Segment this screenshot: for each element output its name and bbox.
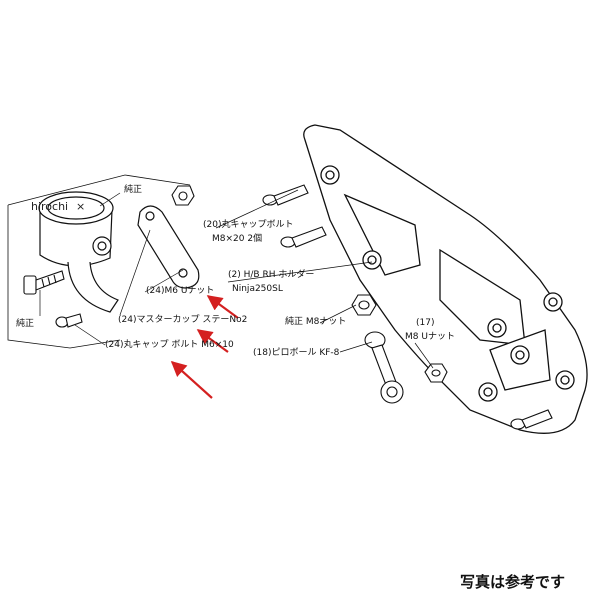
lower-cap-bolt: [510, 409, 553, 430]
label-p24-stay: (24)マスターカップ ステーNo2: [118, 314, 247, 325]
arrow-m6-u-nut: [206, 295, 239, 319]
label-junsei-m8-nut: 純正 M8ナット: [285, 315, 346, 327]
arrow-cap-bolt: [170, 360, 213, 399]
watermark: hirochi: [31, 200, 68, 213]
cap-bolts-m8x20: [262, 184, 327, 248]
master-cup-subassembly-frame: [7, 174, 191, 349]
label-p20-line2: M8×20 2個: [212, 232, 262, 244]
red-arrows: [170, 295, 239, 399]
reference-photo-note: 写真は参考です: [460, 573, 565, 591]
reservoir-bolt: [23, 270, 65, 295]
m8-nut: [351, 294, 377, 316]
pillow-ball-kf8: [364, 331, 404, 404]
label-junsei-left: 純正: [16, 317, 34, 329]
m8-u-nut: [424, 363, 448, 383]
leader-lines: [39, 189, 434, 369]
arrow-stay: [196, 329, 229, 353]
label-p2-line2: Ninja250SL: [232, 284, 283, 294]
label-p17-line1: (17): [416, 318, 434, 328]
watermark-mark: ×: [76, 200, 85, 213]
m6-u-nut: [171, 185, 195, 206]
master-cylinder-reservoir: [38, 191, 119, 313]
label-p2-line1: (2) H/B RH ホルダー: [228, 268, 314, 280]
label-p24-nut: (24)M6 Uナット: [146, 285, 214, 296]
label-junsei-top: 純正: [124, 183, 142, 195]
label-p24-bolt: (24)丸キャップ ボルト M6×10: [105, 338, 234, 350]
label-p20-line1: (20)丸キャップボルト: [203, 218, 293, 230]
cap-bolt-m6: [55, 313, 83, 328]
master-cup-stay-plate: [137, 205, 200, 289]
hb-rh-holder-plate: [303, 124, 588, 434]
label-p17-line2: M8 Uナット: [405, 331, 455, 342]
label-p18: (18)ピロボール KF-8: [253, 347, 340, 358]
